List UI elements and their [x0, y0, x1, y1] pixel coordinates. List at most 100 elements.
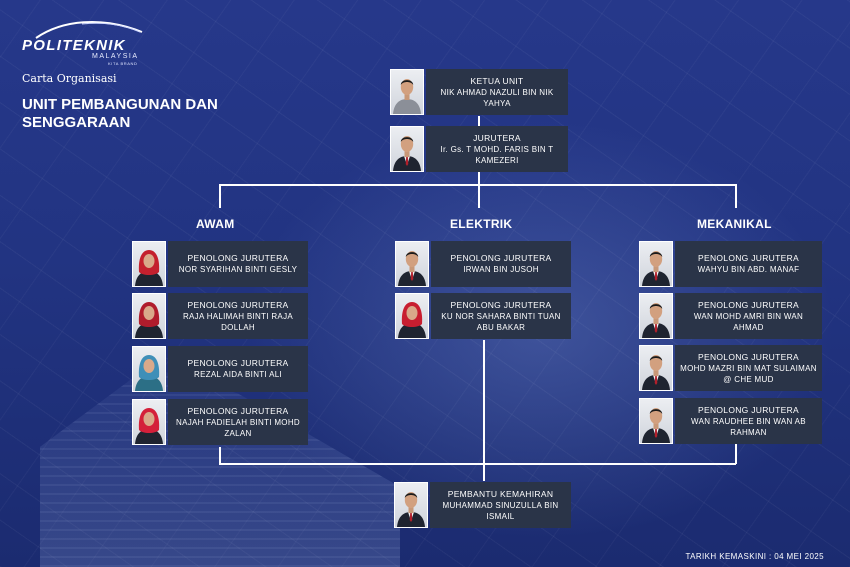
connector-drop-awam [219, 184, 221, 208]
staff-photo [132, 346, 166, 392]
avatar-face [649, 251, 663, 267]
connector-elektrik-to-assistant [483, 340, 485, 481]
unit-title: UNIT PEMBANGUNAN DAN SENGGARAAN [22, 96, 218, 131]
staff-role: PENOLONG JURUTERA [187, 299, 289, 310]
staff-photo [390, 69, 424, 115]
staff-role: PENOLONG JURUTERA [187, 253, 289, 263]
avatar-body [135, 271, 163, 286]
staff-card-mekanikal-4: PENOLONG JURUTERA WAN RAUDHEE BIN WAN AB… [639, 398, 822, 444]
staff-role: PENOLONG JURUTERA [187, 358, 289, 368]
avatar-tie [654, 429, 658, 438]
connector-head-to-engineer [478, 116, 480, 126]
staff-card-mekanikal-2: PENOLONG JURUTERA WAN MOHD AMRI BIN WAN … [639, 293, 822, 339]
logo-wordmark: POLITEKNIK [22, 37, 126, 54]
connector-drop-mekanikal [735, 184, 737, 208]
staff-name: WAN RAUDHEE BIN WAN AB RAHMAN [691, 416, 806, 437]
section-title-mekanikal: MEKANIKAL [697, 217, 772, 231]
logo-tagline: KITA BRAND [108, 61, 138, 66]
staff-card-awam-2: PENOLONG JURUTERA RAJA HALIMAH BINTI RAJ… [132, 293, 308, 339]
staff-role: PENOLONG JURUTERA [187, 405, 289, 416]
person-avatar-icon [642, 355, 670, 390]
staff-role: PENOLONG JURUTERA [698, 299, 799, 310]
avatar-hair [649, 252, 663, 257]
staff-card-awam-3: PENOLONG JURUTERA REZAL AIDA BINTI ALI [132, 346, 308, 392]
staff-photo [395, 241, 429, 287]
staff-name: REZAL AIDA BINTI ALI [194, 370, 282, 379]
avatar-face [406, 306, 418, 320]
staff-card-pembantu-kemahiran: PEMBANTU KEMAHIRAN MUHAMMAD SINUZULLA BI… [394, 482, 571, 528]
staff-photo [394, 482, 428, 528]
avatar-face [649, 303, 663, 319]
staff-name: Ir. Gs. T MOHD. FARIS BIN T KAMEZERI [440, 144, 554, 165]
avatar-neck [404, 94, 410, 100]
chart-subtitle: Carta Organisasi [22, 72, 117, 85]
person-avatar-icon [397, 492, 425, 527]
person-avatar-icon [135, 355, 163, 391]
avatar-face [404, 492, 418, 508]
staff-name: KU NOR SAHARA BINTI TUAN ABU BAKAR [441, 311, 561, 332]
staff-card-ketua-unit: KETUA UNIT NIK AHMAD NAZULI BIN NIK YAHY… [390, 69, 568, 115]
avatar-tie [410, 272, 414, 281]
staff-role: PENOLONG JURUTERA [450, 253, 552, 263]
staff-photo [395, 293, 429, 339]
staff-photo [390, 126, 424, 172]
staff-card-awam-4: PENOLONG JURUTERA NAJAH FADIELAH BINTI M… [132, 399, 308, 445]
staff-photo [132, 399, 166, 445]
avatar-hair [649, 409, 663, 414]
connector-top-bus [219, 184, 736, 186]
avatar-face [143, 254, 155, 268]
logo-subtext: MALAYSIA [92, 53, 139, 60]
last-updated-date: TARIKH KEMASKINI : 04 MEI 2025 [685, 552, 824, 561]
staff-role: PENOLONG JURUTERA [698, 351, 799, 362]
avatar-face [143, 306, 155, 320]
avatar-body [135, 323, 163, 338]
staff-photo [639, 241, 673, 287]
connector-drop-elektrik [478, 184, 480, 208]
staff-role: KETUA UNIT [470, 75, 524, 86]
avatar-tie [409, 513, 413, 522]
section-title-awam: AWAM [196, 217, 235, 231]
staff-photo [639, 293, 673, 339]
avatar-hair [404, 493, 418, 498]
staff-role: PEMBANTU KEMAHIRAN [447, 488, 554, 499]
avatar-hair [400, 137, 414, 142]
section-title-elektrik: ELEKTRIK [450, 217, 513, 231]
person-avatar-icon [642, 251, 670, 286]
avatar-neck [404, 151, 410, 157]
staff-name: RAJA HALIMAH BINTI RAJA DOLLAH [182, 311, 294, 332]
staff-card-elektrik-1: PENOLONG JURUTERA IRWAN BIN JUSOH [395, 241, 571, 287]
avatar-body [135, 376, 163, 391]
staff-card-mekanikal-3: PENOLONG JURUTERA MOHD MAZRI BIN MAT SUL… [639, 345, 822, 391]
staff-photo [639, 398, 673, 444]
staff-photo [132, 241, 166, 287]
person-avatar-icon [398, 251, 426, 286]
connector-awam-up [219, 447, 221, 464]
staff-role: PENOLONG JURUTERA [698, 404, 799, 415]
avatar-face [143, 359, 155, 373]
staff-name: NIK AHMAD NAZULI BIN NIK YAHYA [440, 87, 554, 108]
staff-name: NOR SYARIHAN BINTI GESLY [178, 265, 298, 274]
avatar-face [649, 355, 663, 371]
person-avatar-icon [393, 79, 421, 114]
avatar-body [135, 429, 163, 444]
avatar-body [398, 323, 426, 338]
avatar-neck [409, 266, 415, 272]
staff-card-awam-1: PENOLONG JURUTERA NOR SYARIHAN BINTI GES… [132, 241, 308, 287]
avatar-neck [653, 266, 659, 272]
staff-role: JURUTERA [473, 132, 521, 143]
avatar-hair [649, 356, 663, 361]
connector-mekanikal-up [735, 444, 737, 464]
avatar-tie [654, 376, 658, 385]
avatar-tie [654, 272, 658, 281]
staff-name: MUHAMMAD SINUZULLA BIN ISMAIL [442, 500, 559, 521]
person-avatar-icon [398, 302, 426, 338]
politeknik-logo: POLITEKNIK MALAYSIA KITA BRAND [22, 18, 152, 68]
staff-card-mekanikal-1: PENOLONG JURUTERA WAHYU BIN ABD. MANAF [639, 241, 822, 287]
avatar-hair [400, 80, 414, 85]
avatar-face [400, 136, 414, 152]
avatar-body [393, 99, 421, 114]
avatar-tie [405, 157, 409, 166]
person-avatar-icon [135, 408, 163, 444]
person-avatar-icon [642, 408, 670, 443]
person-avatar-icon [393, 136, 421, 171]
